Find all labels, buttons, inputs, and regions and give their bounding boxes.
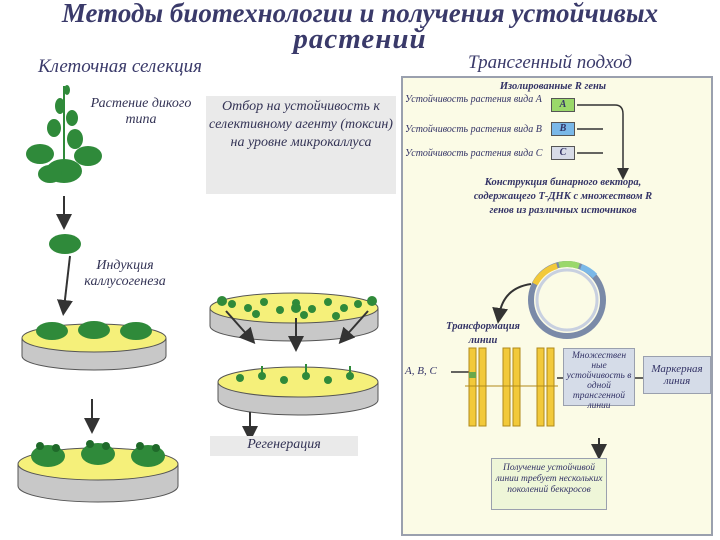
title-line-1: Методы биотехнологии и получения устойчи… [61, 0, 659, 28]
transgenic-panel: Изолированные R гены Устойчивость растен… [401, 76, 713, 536]
page-title: Методы биотехнологии и получения устойчи… [0, 0, 720, 55]
callus-induction-label: Индукция каллусогенеза [84, 258, 166, 289]
transformation-label: Трансформация линии [446, 321, 520, 346]
wild-plant-icon [26, 85, 102, 183]
transgenic-header: Трансгенный подход [468, 52, 632, 73]
gene-a-box: A [551, 98, 575, 112]
selected-callus-arrows [217, 296, 377, 352]
petri-dish-microcallus [209, 292, 379, 342]
callus-icon [49, 234, 81, 254]
arrow-down-icon [492, 283, 532, 324]
chromosomes-icon [465, 347, 558, 427]
resistance-b-label: Устойчивость растения вида B [405, 124, 542, 135]
isolated-genes-label: Изолированные R гены [499, 81, 607, 92]
transgenic-illustration [451, 104, 643, 460]
resistance-a-label: Устойчивость растения вида A [405, 94, 542, 105]
plasmid-vector-icon [528, 261, 606, 339]
multiple-resistance-box: Множествен ные устойчивость в одной тран… [563, 348, 635, 411]
petri-dish-callus [21, 321, 167, 371]
title-line-2: растений [293, 23, 427, 55]
cell-selection-header: Клеточная селекция [38, 56, 202, 77]
arrow-down-icon [56, 255, 73, 316]
regeneration-label: Регенерация [210, 436, 358, 456]
result-box: Получение устойчивой линии требует неско… [491, 458, 607, 510]
resistance-c-label: Устойчивость растения вида C [405, 148, 543, 159]
gene-c-box: C [551, 146, 575, 160]
wild-plant-label: Растение дикого типа [90, 96, 192, 127]
petri-dish-regeneration [217, 364, 379, 416]
petri-dish-plantlets [17, 440, 179, 503]
marker-line-box: Маркерная линия [643, 356, 711, 394]
arrow-down-icon [603, 104, 629, 180]
cell-selection-illustration [17, 85, 379, 503]
abc-label: A, B, C [405, 365, 437, 377]
selection-label: Отбор на устойчивость к селективному аге… [206, 96, 396, 194]
gene-b-box: B [551, 122, 575, 136]
construct-label: Конструкция бинарного вектора, содержаще… [473, 177, 653, 216]
